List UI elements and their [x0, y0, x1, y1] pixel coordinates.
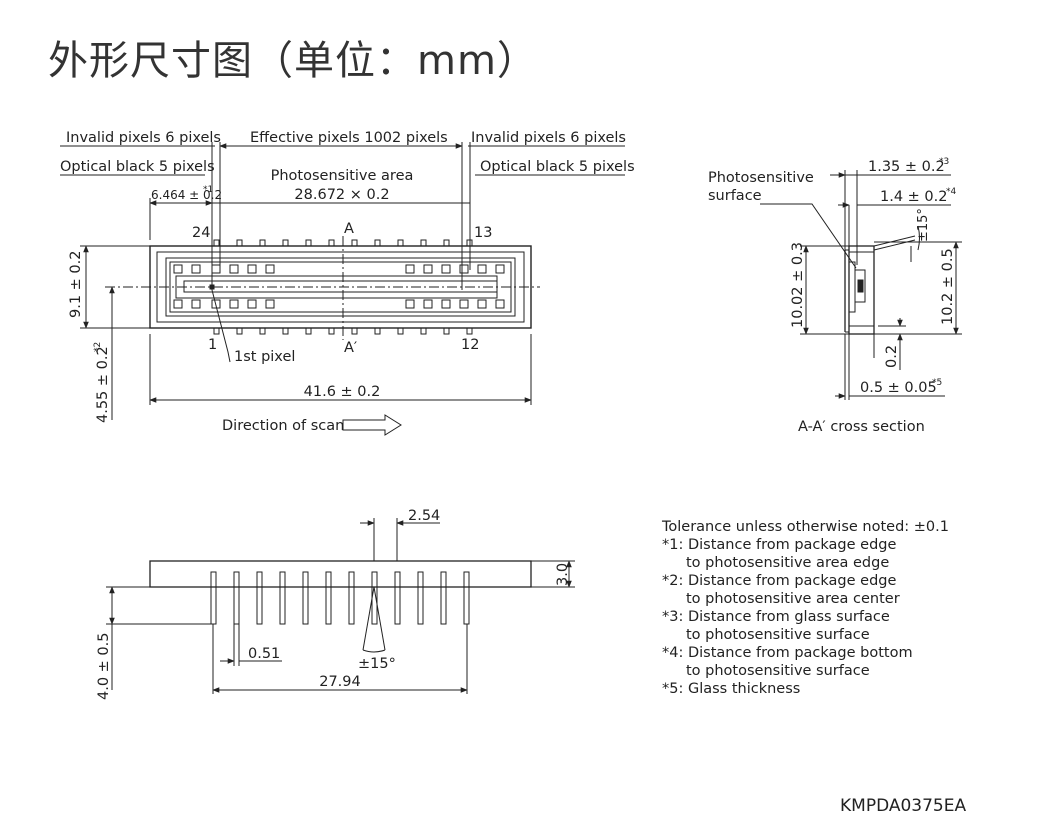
invalid-left-label: Invalid pixels 6 pixels — [66, 130, 221, 146]
optical-left-label: Optical black 5 pixels — [60, 159, 215, 175]
top-pins — [213, 239, 473, 247]
section-a-bottom: A′ — [344, 340, 357, 356]
page-title: 外形尺寸图（单位：mm） — [48, 38, 538, 84]
note-line: to photosensitive area edge — [686, 555, 890, 571]
dim-0-5-note: *5 — [932, 378, 942, 388]
invalid-right-label: Invalid pixels 6 pixels — [471, 130, 626, 146]
note-line: *3: Distance from glass surface — [662, 609, 890, 625]
tolerance-notes: Tolerance unless otherwise noted: ±0.1 *… — [662, 518, 949, 698]
dim-0-5: 0.5 ± 0.05 — [860, 380, 937, 396]
lead-angle: ±15° — [358, 656, 396, 672]
first-pixel-label: 1st pixel — [234, 349, 295, 365]
surface-label-2: surface — [708, 188, 762, 204]
dim-1-35-note: *3 — [939, 157, 949, 167]
lead-length-dim: 4.0 ± 0.5 — [96, 633, 112, 701]
surface-label-1: Photosensitive — [708, 170, 814, 186]
note-line: *1: Distance from package edge — [662, 537, 897, 553]
dim-1-4-note: *4 — [946, 187, 957, 197]
dim-1-4: 1.4 ± 0.2 — [880, 189, 948, 205]
dim-1-35: 1.35 ± 0.2 — [868, 159, 945, 175]
cross-angle: ±15° — [916, 208, 931, 242]
area-label: Photosensitive area — [271, 168, 414, 184]
optical-right-label: Optical black 5 pixels — [480, 159, 635, 175]
dim-left-note: *1 — [203, 185, 213, 195]
note-line: to photosensitive area center — [686, 591, 900, 607]
pin12-label: 12 — [461, 337, 479, 353]
note-line: Tolerance unless otherwise noted: ±0.1 — [662, 519, 949, 535]
dim-left: 6.464 ± 0.2 — [151, 188, 222, 202]
note-line: to photosensitive surface — [686, 627, 870, 643]
pin1-label: 1 — [208, 337, 217, 353]
thickness-dim: 3.0 — [555, 563, 571, 586]
side-leads — [210, 571, 470, 625]
scan-direction-label: Direction of scan — [222, 418, 344, 434]
pin13-label: 13 — [474, 225, 492, 241]
note-line: *2: Distance from package edge — [662, 573, 897, 589]
bottom-pins — [213, 327, 473, 335]
pads-top — [173, 264, 505, 274]
document-code: KMPDA0375EA — [840, 796, 967, 816]
effective-label: Effective pixels 1002 pixels — [250, 130, 448, 146]
cross-section-caption: A-A′ cross section — [798, 419, 925, 435]
pitch-dim: 2.54 — [408, 508, 440, 524]
center-dim-note: *2 — [93, 342, 103, 352]
lead-span-dim: 27.94 — [319, 674, 361, 690]
width-dim: 41.6 ± 0.2 — [304, 384, 381, 400]
side-view — [106, 518, 575, 694]
top-view-labels: Invalid pixels 6 pixels Effective pixels… — [60, 130, 635, 434]
height-dim: 9.1 ± 0.2 — [68, 251, 84, 319]
note-line: *4: Distance from package bottom — [662, 645, 913, 661]
pads-bottom — [173, 299, 505, 309]
dim-10-2: 10.2 ± 0.5 — [940, 248, 956, 325]
section-a-top: A — [344, 221, 354, 237]
lead-width-dim: 0.51 — [248, 646, 280, 662]
pin24-label: 24 — [192, 225, 210, 241]
dim-10-02: 10.02 ± 0.3 — [790, 242, 806, 328]
side-view-labels: 2.54 3.0 4.0 ± 0.5 0.51 ±15° 27.94 — [96, 508, 571, 700]
cross-section-labels: Photosensitive surface 1.35 ± 0.2 *3 1.4… — [708, 157, 957, 435]
note-line: *5: Glass thickness — [662, 681, 801, 697]
cross-section-view — [760, 170, 962, 400]
dim-0-2: 0.2 — [884, 345, 900, 368]
top-view — [60, 142, 625, 436]
center-dim: 4.55 ± 0.2 — [95, 346, 111, 423]
note-line: to photosensitive surface — [686, 663, 870, 679]
area-dim: 28.672 × 0.2 — [294, 187, 389, 203]
